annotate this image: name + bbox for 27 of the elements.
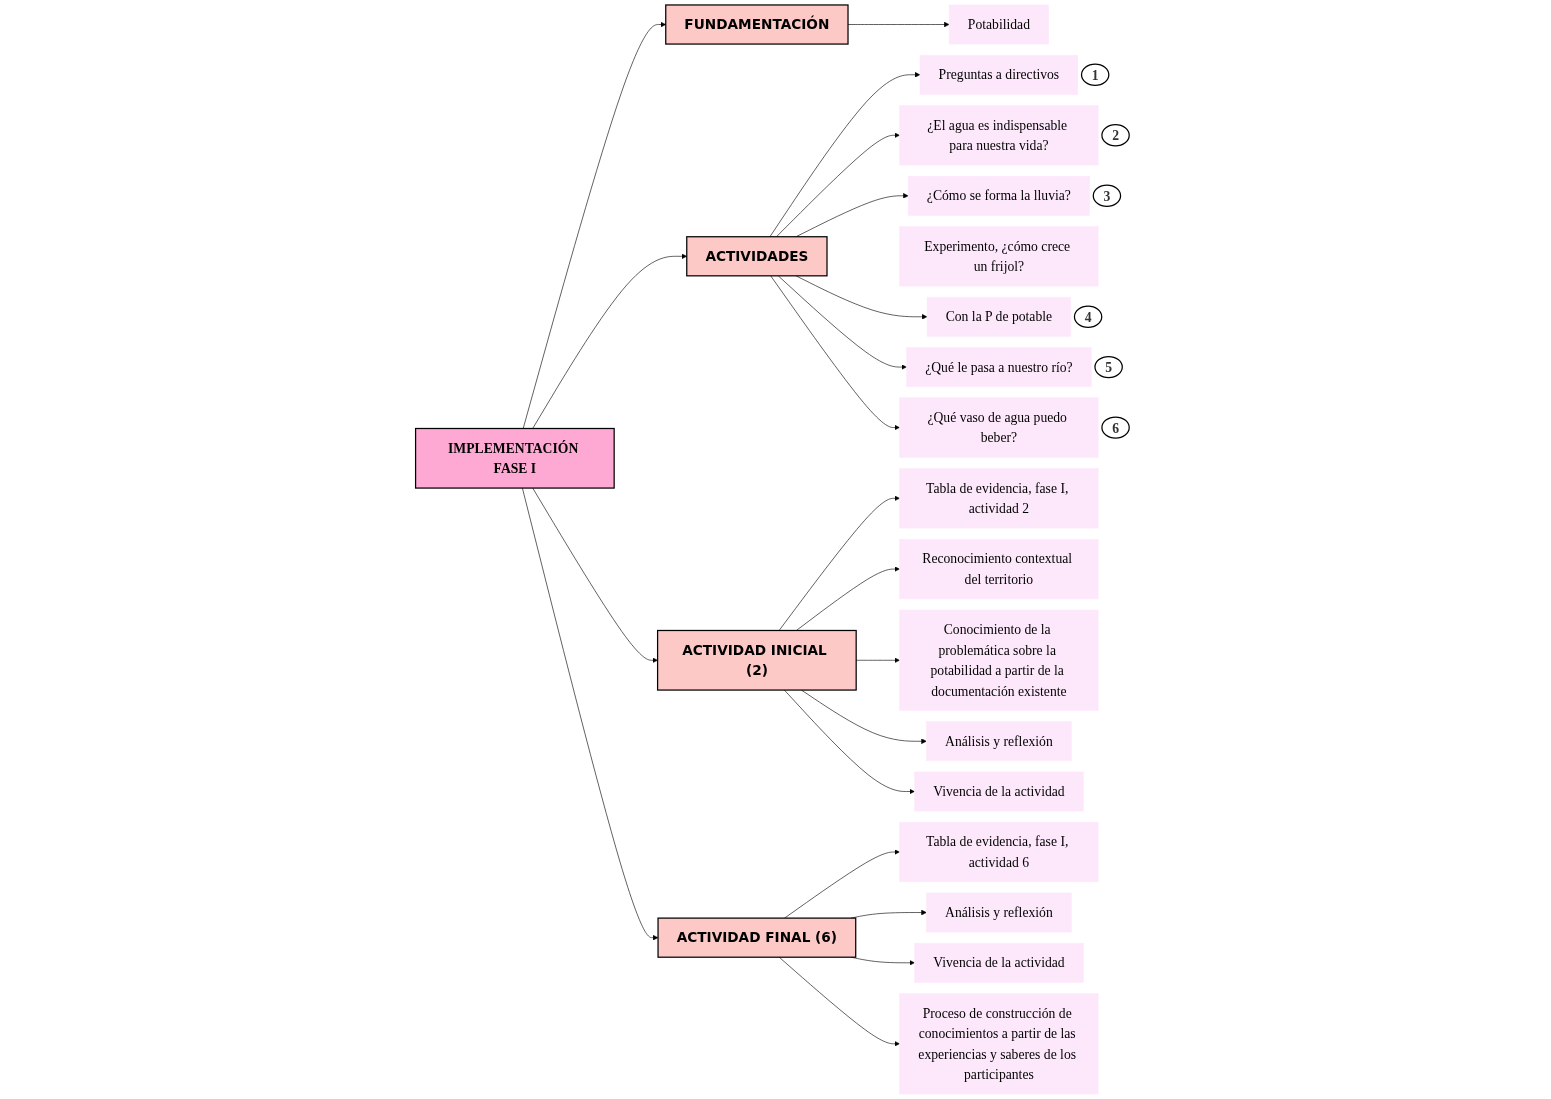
node-box bbox=[899, 993, 1099, 1095]
callout-number: 4 bbox=[1073, 305, 1103, 328]
node-box bbox=[414, 427, 615, 489]
node-box bbox=[686, 236, 828, 277]
callout-number: 2 bbox=[1101, 124, 1130, 147]
callout-number: 3 bbox=[1092, 184, 1122, 207]
node-box bbox=[899, 821, 1099, 883]
node-box bbox=[665, 4, 849, 45]
node-box bbox=[899, 397, 1099, 458]
node-box bbox=[926, 721, 1072, 762]
node-box bbox=[914, 771, 1084, 812]
node-box bbox=[899, 105, 1099, 166]
node-box bbox=[657, 917, 857, 958]
callout-number: 5 bbox=[1094, 355, 1123, 379]
node-box bbox=[914, 942, 1084, 983]
node-box bbox=[907, 175, 1090, 216]
node-box bbox=[926, 892, 1072, 933]
callout-number: 6 bbox=[1101, 416, 1130, 439]
node-box bbox=[906, 347, 1092, 387]
node-box bbox=[899, 468, 1099, 529]
node-box bbox=[899, 609, 1099, 711]
node-box bbox=[656, 629, 857, 691]
node-box bbox=[919, 54, 1079, 95]
callout-number: 1 bbox=[1080, 63, 1110, 86]
node-box bbox=[948, 4, 1049, 45]
node-box bbox=[899, 538, 1099, 600]
node-box bbox=[926, 296, 1072, 337]
